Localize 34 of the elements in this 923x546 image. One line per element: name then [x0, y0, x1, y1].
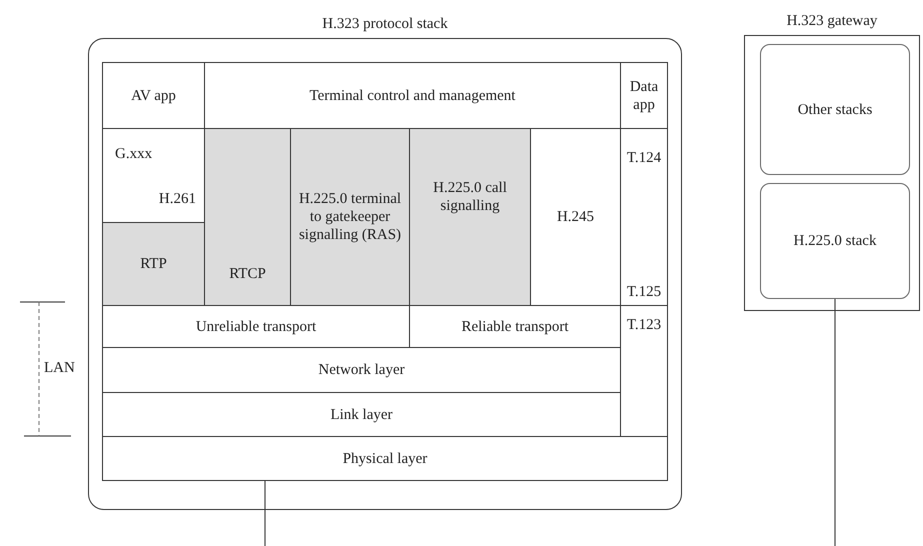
protocol-cell [102, 62, 205, 129]
cell-text: AV app [131, 86, 176, 104]
cell-text: Unreliable transport [196, 318, 316, 336]
cell-text: Terminal control and management [310, 86, 516, 104]
heading: H.323 protocol stack [321, 15, 449, 33]
protocol-cell [102, 222, 205, 306]
cell-text: T.124 [626, 149, 662, 167]
connector-line [834, 298, 836, 546]
cell-text: H.225.0 stack [794, 232, 876, 250]
cell-text: Other stacks [798, 100, 872, 118]
dimension-label: LAN [44, 360, 75, 377]
cell-text: T.123 [626, 316, 662, 334]
cell-text: H.261 [158, 190, 196, 209]
cell-text: RTCP [229, 265, 266, 283]
cell-text: Data app [628, 78, 660, 114]
connector-line [264, 480, 266, 546]
stack-box [760, 183, 910, 299]
protocol-cell [620, 62, 668, 129]
cell-text: Physical layer [342, 450, 428, 468]
cell-text: G.xxx [115, 145, 154, 163]
cell-text: Network layer [318, 361, 405, 379]
protocol-cell [409, 128, 531, 306]
cell-text: T.125 [626, 283, 662, 301]
stack-box [760, 44, 910, 175]
cell-text: Link layer [330, 406, 393, 424]
cell-text: H.245 [556, 208, 594, 226]
protocol-cell [204, 128, 291, 306]
protocol-cell [290, 128, 410, 306]
heading: H.323 gateway [786, 12, 878, 30]
cell-text: Reliable transport [461, 318, 569, 336]
cell-text: RTP [140, 255, 167, 273]
layer-cell [102, 436, 668, 481]
cell-text: H.225.0 call signalling [432, 179, 508, 215]
cell-text: H.225.0 terminal to gatekeeper signalling (RAS) [298, 190, 402, 244]
